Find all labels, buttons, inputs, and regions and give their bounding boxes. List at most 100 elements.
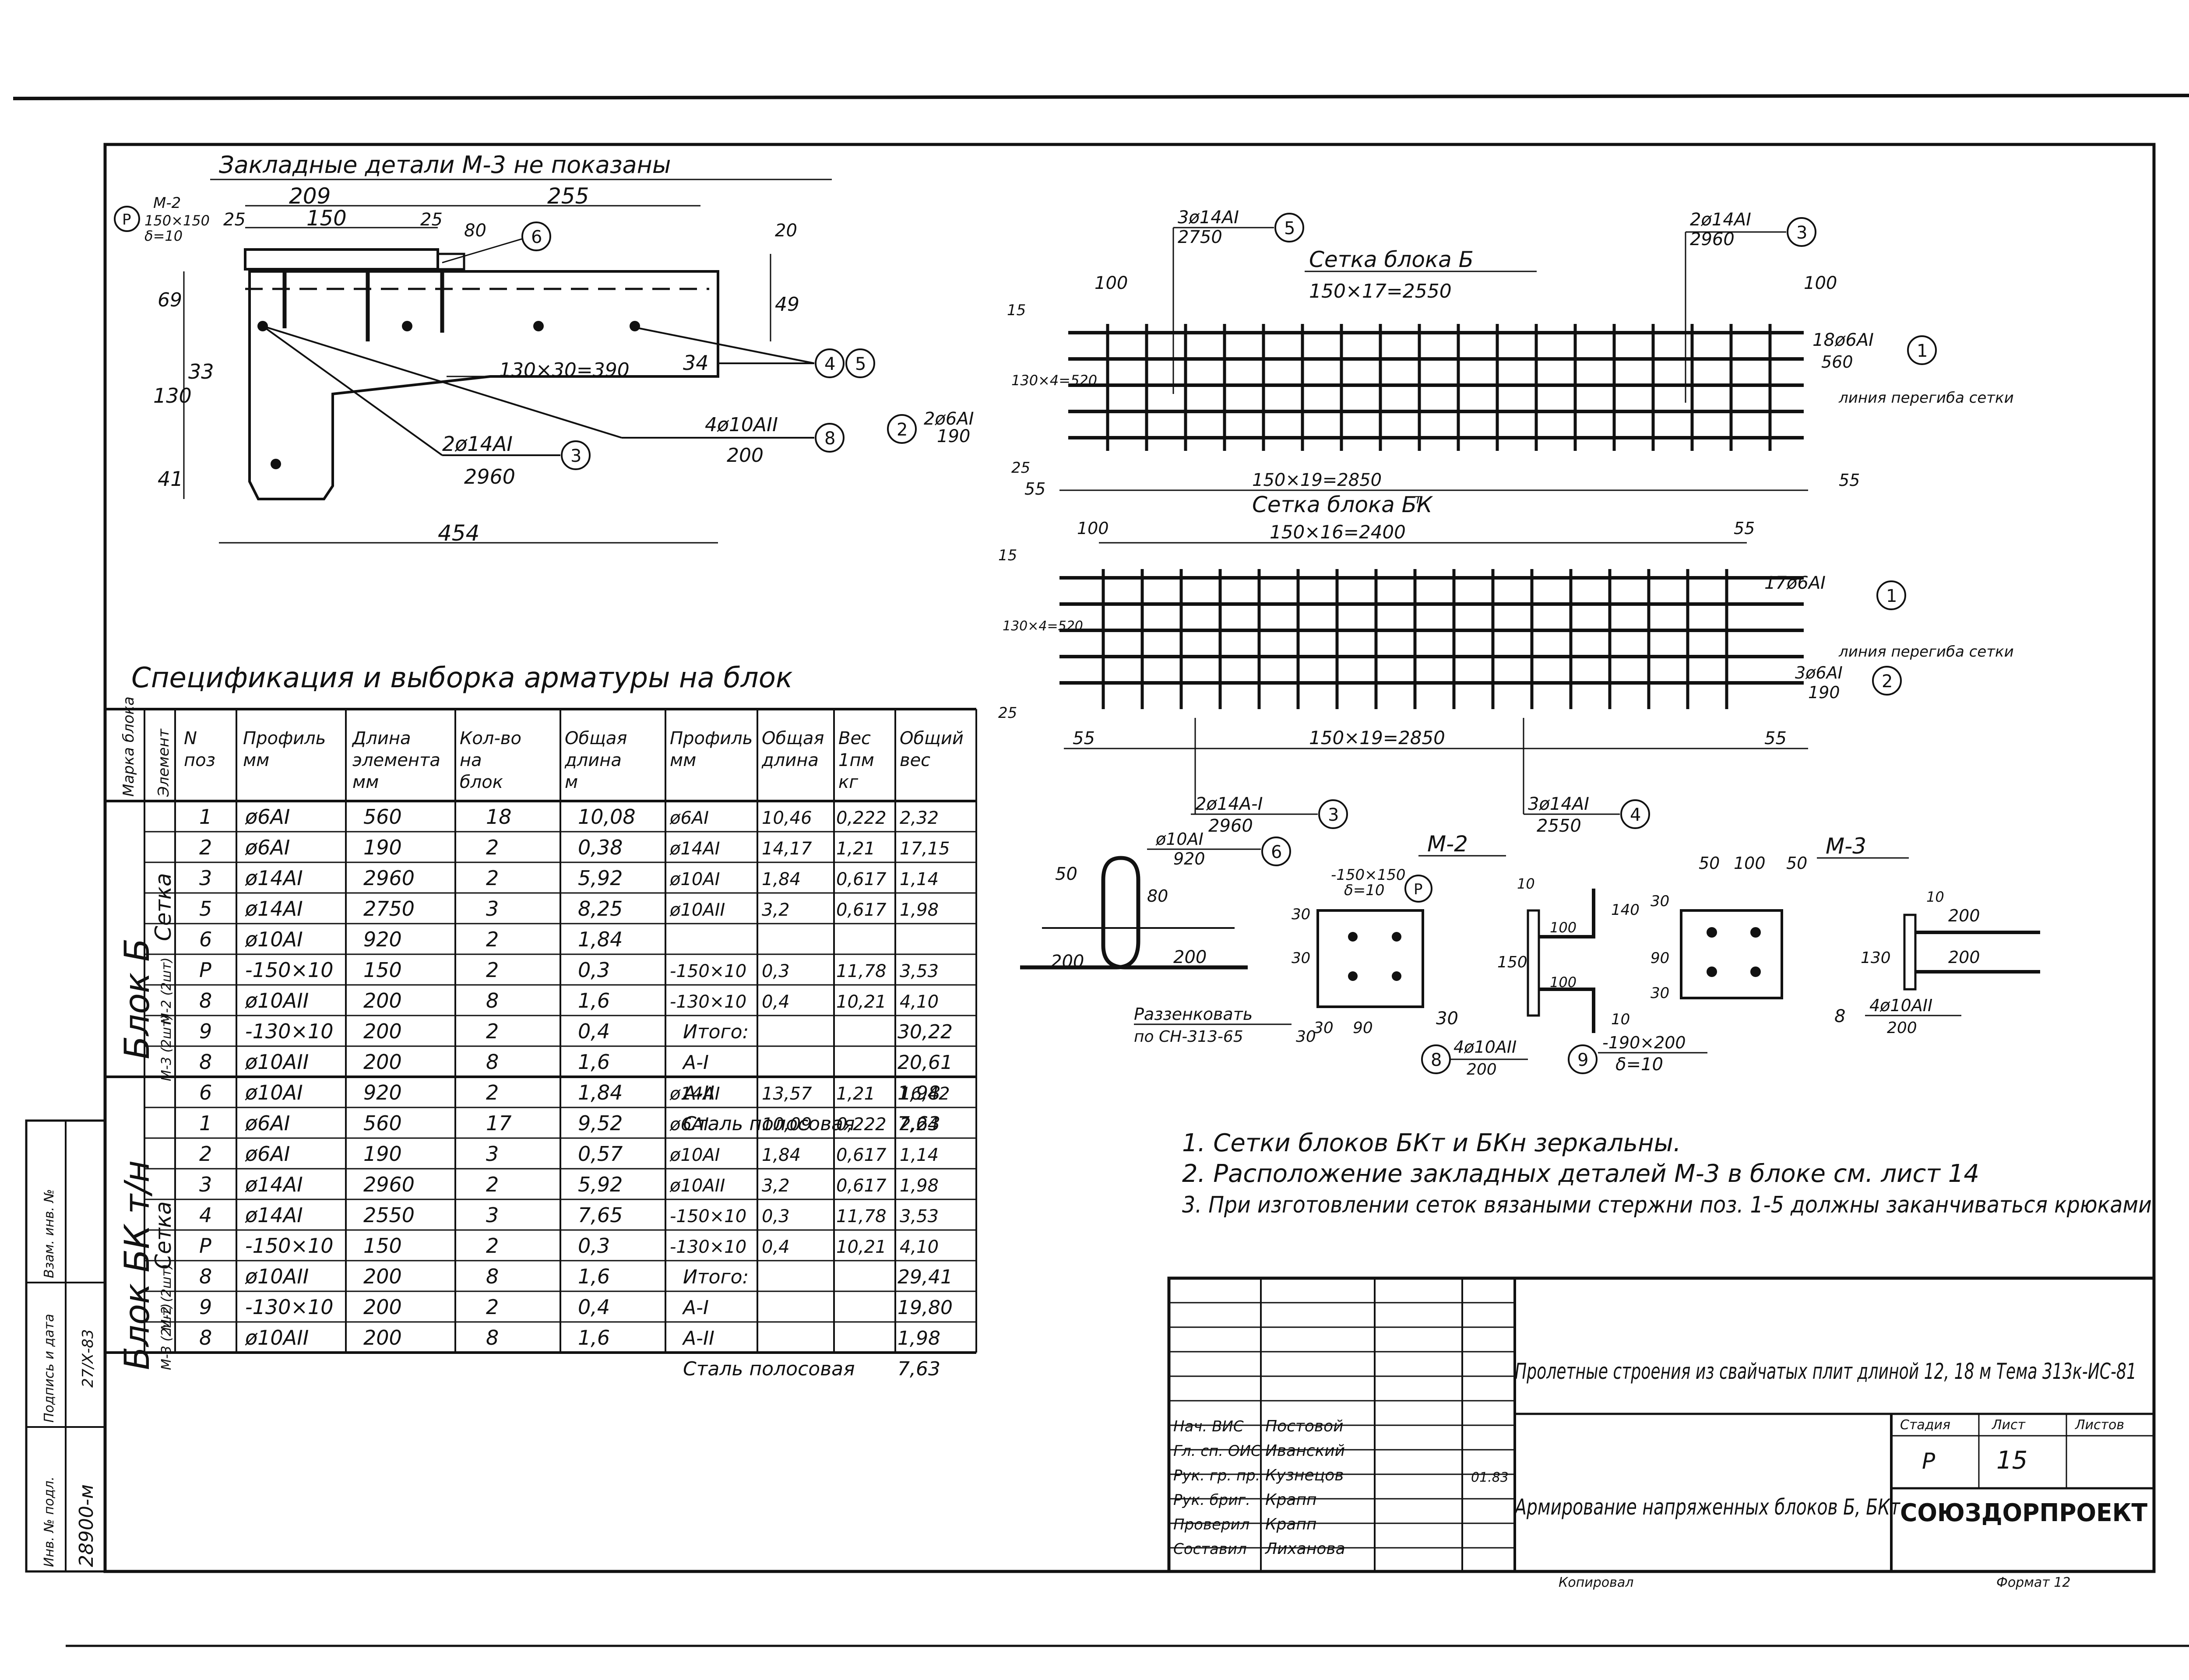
selection-cell: 0,4 [762,992,790,1012]
table-cell: 7,65 [578,1203,623,1227]
svg-text:90: 90 [1353,1019,1373,1037]
svg-text:255: 255 [547,183,589,209]
svg-text:Раззенковать: Раззенковать [1134,1005,1253,1024]
header-block-mark: Марка блока [120,696,137,797]
svg-text:1: 1 [1886,586,1897,606]
svg-text:200: 200 [1051,952,1084,972]
svg-text:5: 5 [855,354,866,374]
selection-cell: 16,42 [900,1084,950,1104]
svg-text:6: 6 [1271,842,1282,862]
svg-text:190: 190 [937,426,970,446]
svg-text:линия перегиба сетки: линия перегиба сетки [1838,643,2014,661]
total-value: 7,63 [897,1358,940,1380]
selection-cell: 17,15 [900,839,950,859]
total-value: 1,98 [897,1082,940,1104]
svg-text:30: 30 [1436,1009,1458,1029]
svg-text:150×150: 150×150 [144,212,210,229]
sheet-title: Армирование напряженных блоков Б, БКт [1514,1494,1901,1520]
selection-cell: -130×10 [670,1237,746,1257]
table-cell: 2960 [363,1173,415,1196]
svg-text:33: 33 [188,360,214,383]
svg-text:δ=10: δ=10 [1615,1054,1663,1075]
svg-text:17ø6АI: 17ø6АI [1764,573,1826,593]
selection-cell: 13,57 [762,1084,812,1104]
block-bk-label: Блок БК т/н [118,1160,157,1370]
table-cell: 2 [486,1295,499,1319]
svg-text:3: 3 [1328,805,1339,825]
table-cell: 9,52 [578,1111,623,1135]
svg-text:4ø10АII: 4ø10АII [1869,996,1932,1015]
svg-text:130×30=390: 130×30=390 [499,359,630,381]
header-cell: Кол-во [460,728,521,749]
svg-text:150: 150 [306,206,347,231]
project-title: Пролетные строения из свайчатых плит дли… [1515,1359,2136,1384]
svg-text:2960: 2960 [464,465,515,489]
svg-text:50: 50 [1786,854,1807,873]
table-cell: ø6АI [245,1142,290,1166]
signature-name: Кузнецов [1265,1466,1344,1484]
table-cell: 200 [363,1265,402,1288]
table-cell: 6 [199,928,212,951]
selection-cell: -130×10 [670,992,746,1012]
table-cell: Р [199,958,211,982]
svg-text:100: 100 [1094,273,1128,293]
block-b-label: Блок Б [118,938,157,1059]
total-label: Сталь полосовая [683,1358,855,1380]
svg-text:2960: 2960 [1208,816,1253,836]
mesh-block-b: Сетка блока Б 150×17=2550 3ø14АI 2750 5 … [887,207,2014,499]
svg-text:55: 55 [1073,728,1095,749]
note-2: 2. Расположение закладных деталей М-3 в … [1182,1160,1979,1188]
selection-cell: 3,53 [900,1206,939,1227]
selection-cell: 10,46 [762,808,812,828]
svg-text:130: 130 [1861,949,1891,967]
header-cell: Общая [762,728,824,749]
table-cell: ø14АI [245,866,303,890]
svg-text:130×4=520: 130×4=520 [1003,619,1083,634]
signature-name: Крапп [1265,1515,1317,1533]
svg-text:50: 50 [1699,854,1720,873]
svg-text:209: 209 [289,183,331,209]
mesh-bk-title: Сетка блока БК [1252,492,1433,517]
total-value: 20,61 [897,1051,953,1074]
group-m2-bk: М-2 (2шт) [159,1264,174,1331]
table-cell: 8,25 [578,897,623,921]
selection-cell: 3,2 [762,1176,790,1196]
svg-text:100: 100 [1550,974,1577,991]
table-cell: 8 [486,989,499,1012]
svg-text:линия перегиба сетки: линия перегиба сетки [1838,389,2014,407]
svg-text:34: 34 [683,351,709,375]
svg-text:80: 80 [1147,886,1168,906]
svg-text:-150×150: -150×150 [1331,866,1406,884]
group-mesh-bk: Сетка [151,1201,176,1269]
table-cell: 2960 [363,866,415,890]
header-cell: блок [460,772,503,792]
svg-text:100: 100 [1550,919,1577,936]
svg-text:2ø14АI: 2ø14АI [442,432,513,456]
table-cell: 2 [486,1019,499,1043]
total-value: 30,22 [897,1021,953,1043]
header-cell: N [184,728,197,749]
table-cell: 2 [486,836,499,859]
svg-text:90: 90 [1651,949,1669,967]
table-cell: ø6АI [245,836,290,859]
svg-text:δ=10: δ=10 [1344,882,1385,899]
header-cell: на [460,750,482,770]
svg-text:2750: 2750 [1178,227,1222,247]
header-cell: элемента [352,750,440,770]
svg-text:50: 50 [1055,864,1077,884]
table-cell: 8 [199,1265,212,1288]
header-cell: мм [352,772,379,792]
table-cell: 2 [486,958,499,982]
svg-text:55: 55 [1839,471,1860,490]
svg-text:190: 190 [1808,683,1840,702]
svg-text:Формат 12: Формат 12 [1996,1575,2070,1590]
table-cell: 1,6 [578,989,610,1012]
svg-text:920: 920 [1173,849,1205,868]
table-cell: Р [199,1234,211,1258]
table-cell: 3 [199,1173,212,1196]
header-cell: поз [184,750,215,770]
mesh-b-title: Сетка блока Б [1309,247,1474,272]
group-m3-b: М-3 (2шт) [159,1014,174,1081]
svg-text:30: 30 [1292,949,1310,967]
